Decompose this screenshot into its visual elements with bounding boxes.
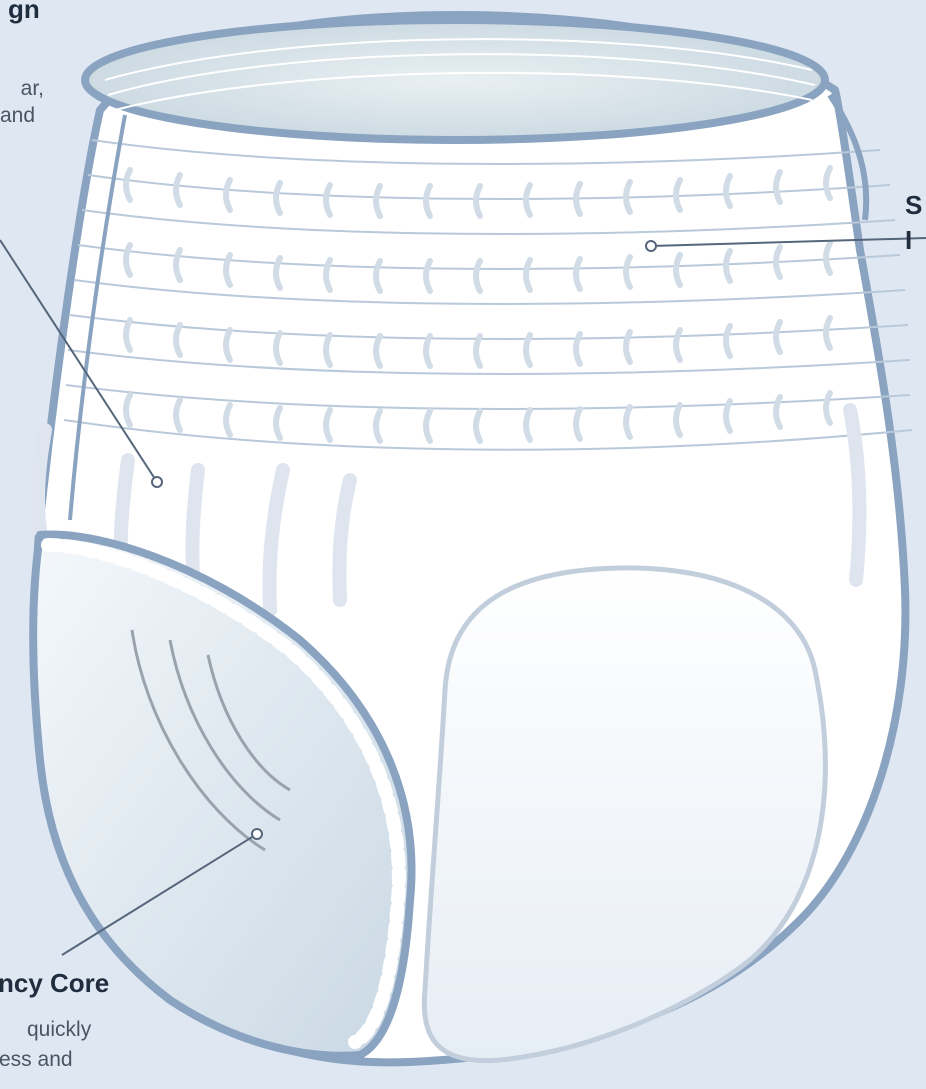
callout-stretch-title-line2: I: [905, 225, 912, 255]
callout-dot-stretch: [646, 241, 656, 251]
callout-core-desc-line1: quickly: [27, 1016, 91, 1043]
waist-opening: [85, 20, 825, 140]
callout-design-title: gn: [8, 0, 40, 24]
callout-dot-core: [252, 829, 262, 839]
callout-core-desc-line2: ess and: [0, 1046, 73, 1073]
leg-panel: [424, 568, 825, 1061]
callout-design-desc-line1: ar,: [21, 75, 44, 102]
callout-stretch-title-line1: S: [905, 190, 922, 220]
callout-dot-design: [152, 477, 162, 487]
callout-core-title: ncy Core: [0, 968, 109, 998]
callout-design-desc-line2: and: [0, 102, 35, 129]
